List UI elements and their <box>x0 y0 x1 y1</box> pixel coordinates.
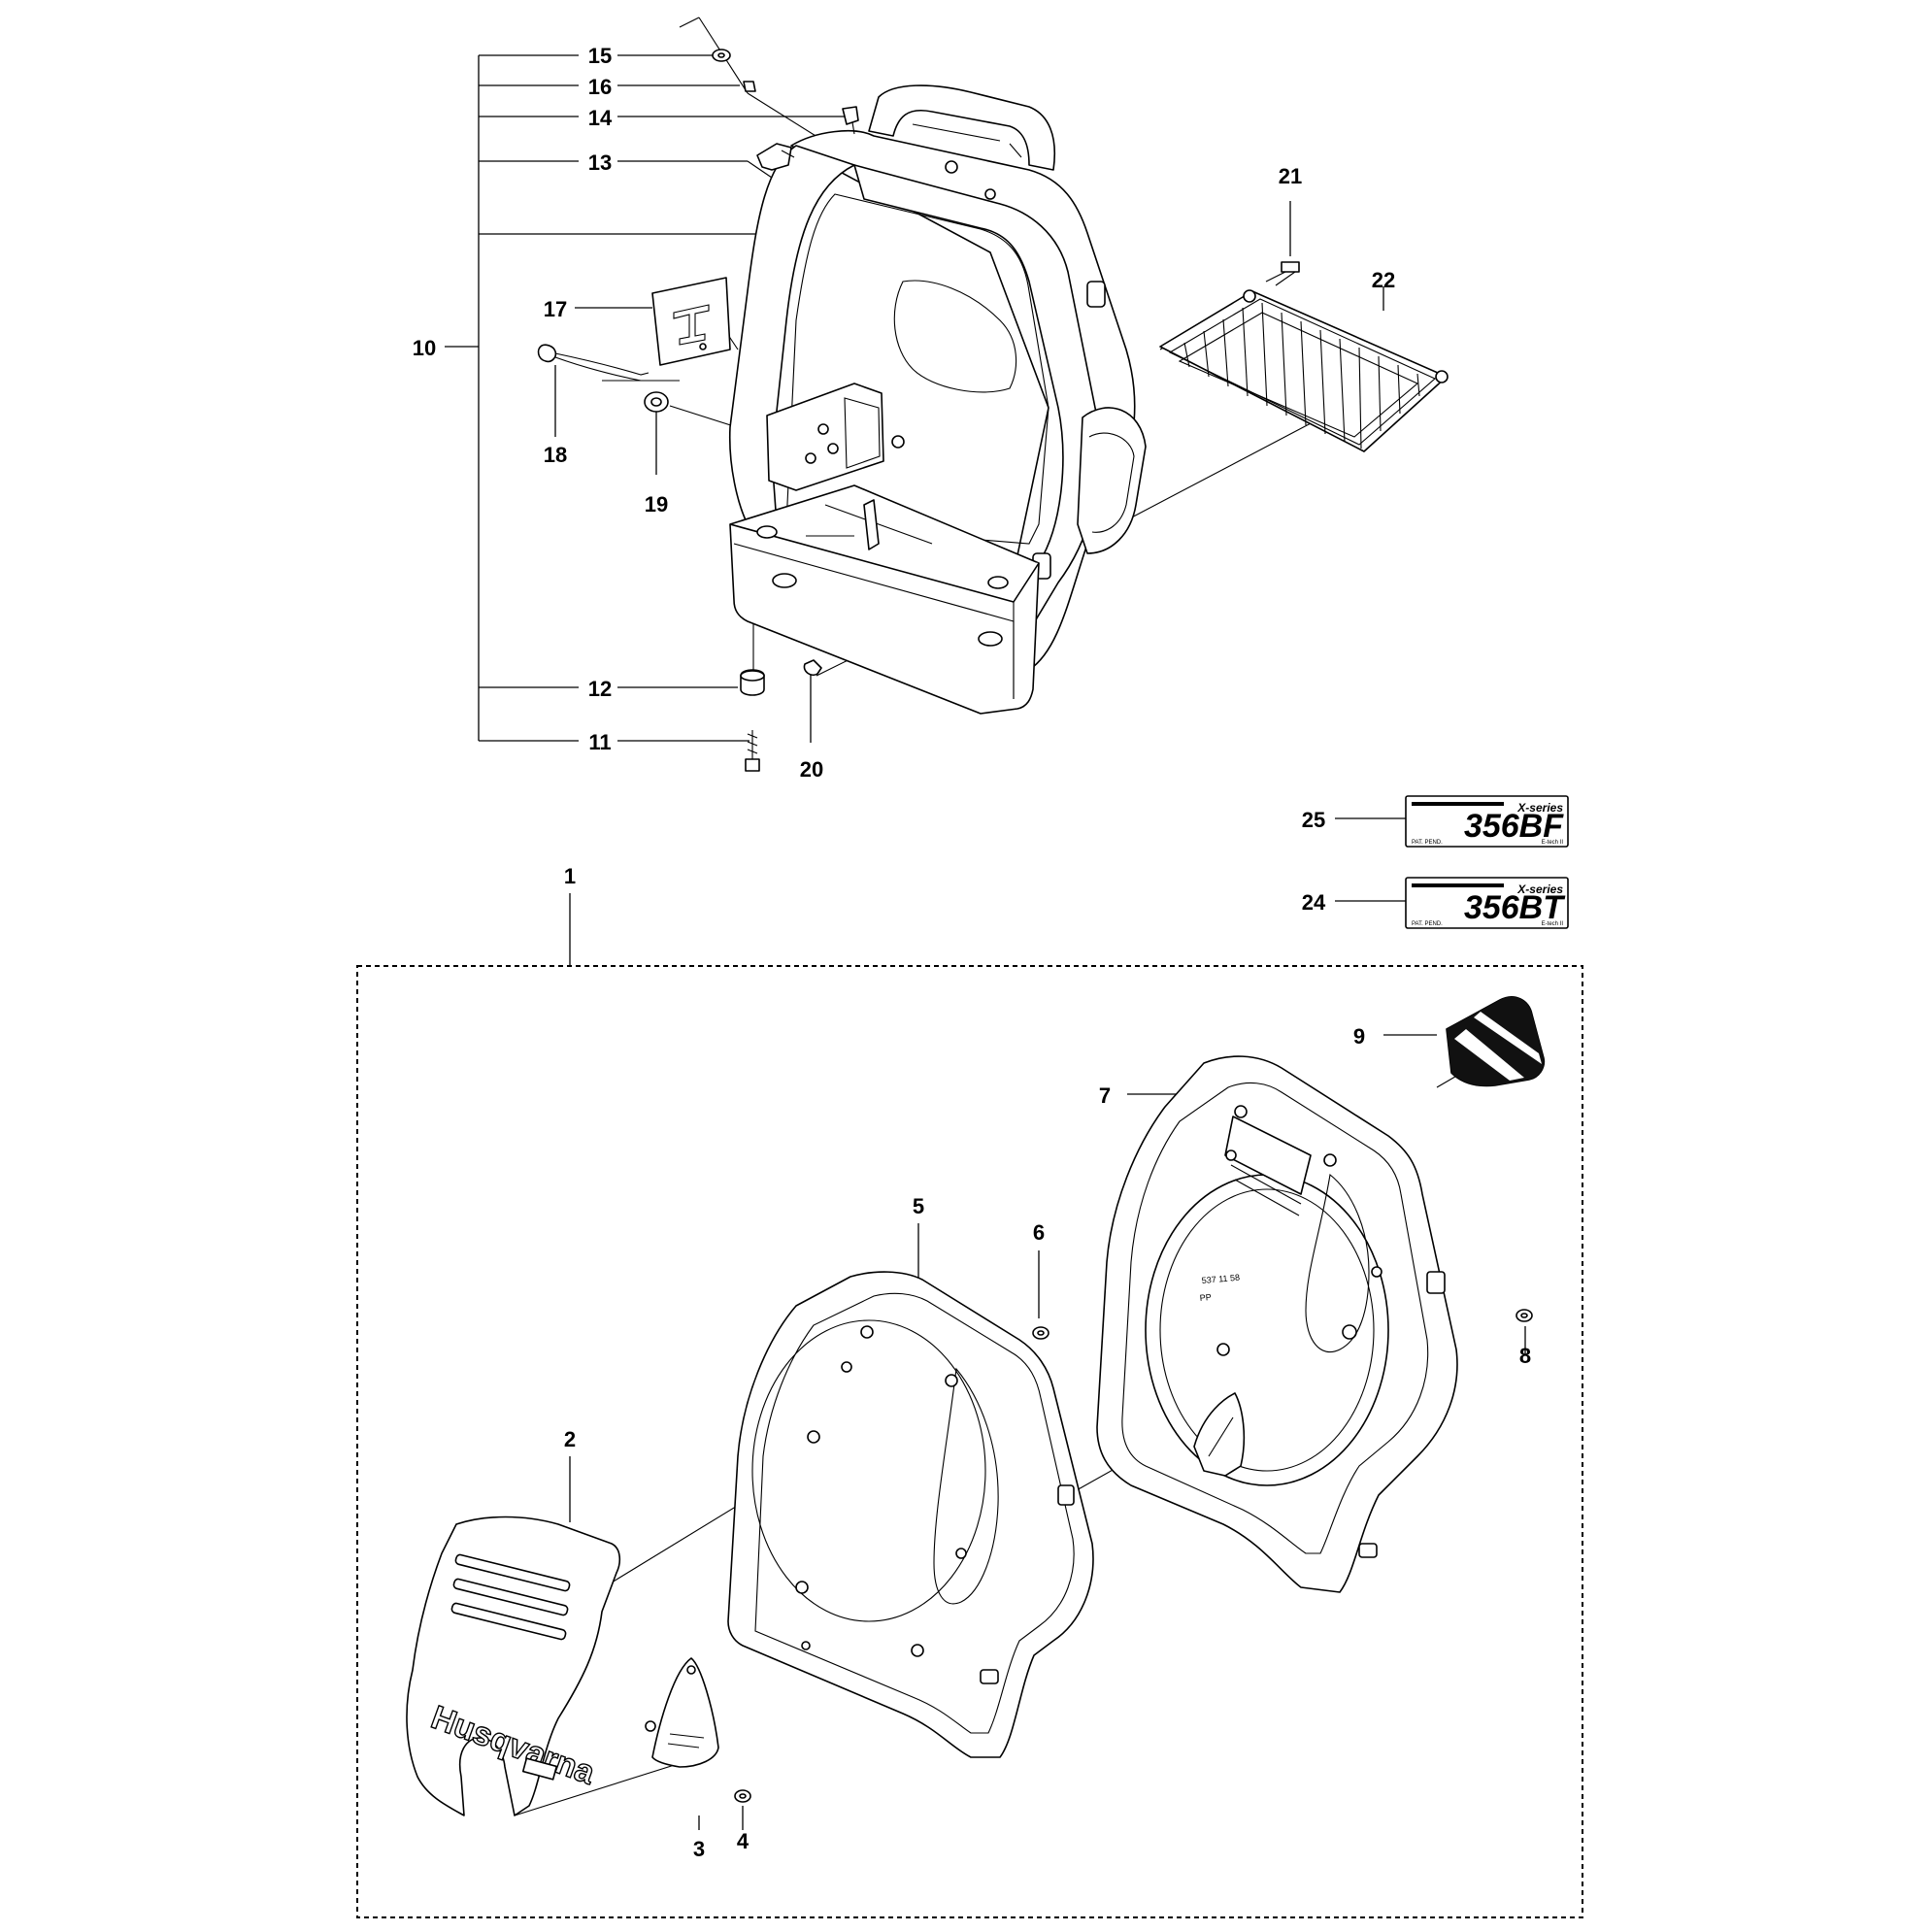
decal-25: X-series 356BF PAT. PEND. E-tech II <box>1335 795 1569 848</box>
decal-24-tech: E-tech II <box>1542 921 1564 927</box>
callout-17: 17 <box>544 297 567 321</box>
callout-8: 8 <box>1519 1344 1531 1368</box>
decal-24: X-series 356BT PAT. PEND. E-tech II <box>1335 877 1569 929</box>
decal-24-note: PAT. PEND. <box>1412 921 1443 927</box>
pad-9 <box>1446 996 1546 1087</box>
cover-2: Husqvarna <box>406 1516 621 1816</box>
callout-12: 12 <box>588 677 612 701</box>
callout-22: 22 <box>1372 268 1395 292</box>
decal-25-series: X-series <box>1516 801 1563 815</box>
small-cover-3 <box>645 1657 719 1768</box>
bracket-10 <box>445 54 777 742</box>
callout-24: 24 <box>1302 890 1326 915</box>
callout-25: 25 <box>1302 808 1325 832</box>
washer-4 <box>734 1789 751 1803</box>
callout-6: 6 <box>1033 1220 1045 1245</box>
callout-2: 2 <box>564 1427 576 1451</box>
housing-7: 537 11 58 PP <box>1096 1055 1458 1593</box>
decal-25-model: 356BF <box>1464 808 1564 845</box>
top-leader-lines <box>554 17 1413 902</box>
housing-stamp-1: 537 11 58 <box>1201 1273 1240 1285</box>
callout-13: 13 <box>588 150 612 175</box>
callout-15: 15 <box>588 44 612 68</box>
back-frame <box>728 84 1147 715</box>
callout-4: 4 <box>737 1829 749 1853</box>
small-parts <box>537 49 1300 772</box>
kit-box-1 <box>356 893 1583 1918</box>
callout-numbers: 15 16 14 13 17 10 18 19 12 11 20 21 22 2… <box>413 44 1531 1861</box>
housing-5 <box>727 1271 1094 1758</box>
callout-21: 21 <box>1279 164 1302 188</box>
callout-1: 1 <box>564 864 576 888</box>
decal-25-note: PAT. PEND. <box>1412 840 1443 846</box>
callout-10: 10 <box>413 336 436 360</box>
basket-22 <box>1159 289 1449 452</box>
callout-18: 18 <box>544 443 567 467</box>
washer-6 <box>1032 1326 1049 1340</box>
decal-24-model: 356BT <box>1464 889 1566 926</box>
callout-20: 20 <box>800 757 823 782</box>
decal-25-tech: E-tech II <box>1542 840 1564 846</box>
callout-9: 9 <box>1353 1024 1365 1049</box>
washer-8 <box>1516 1309 1533 1322</box>
callout-3: 3 <box>693 1837 705 1861</box>
callout-7: 7 <box>1099 1083 1111 1108</box>
callout-14: 14 <box>588 106 613 130</box>
callout-11: 11 <box>588 730 611 754</box>
decal-24-series: X-series <box>1516 883 1563 896</box>
callout-16: 16 <box>588 75 612 99</box>
housing-stamp-2: PP <box>1199 1292 1212 1303</box>
callout-5: 5 <box>913 1194 924 1218</box>
callout-19: 19 <box>645 492 668 516</box>
